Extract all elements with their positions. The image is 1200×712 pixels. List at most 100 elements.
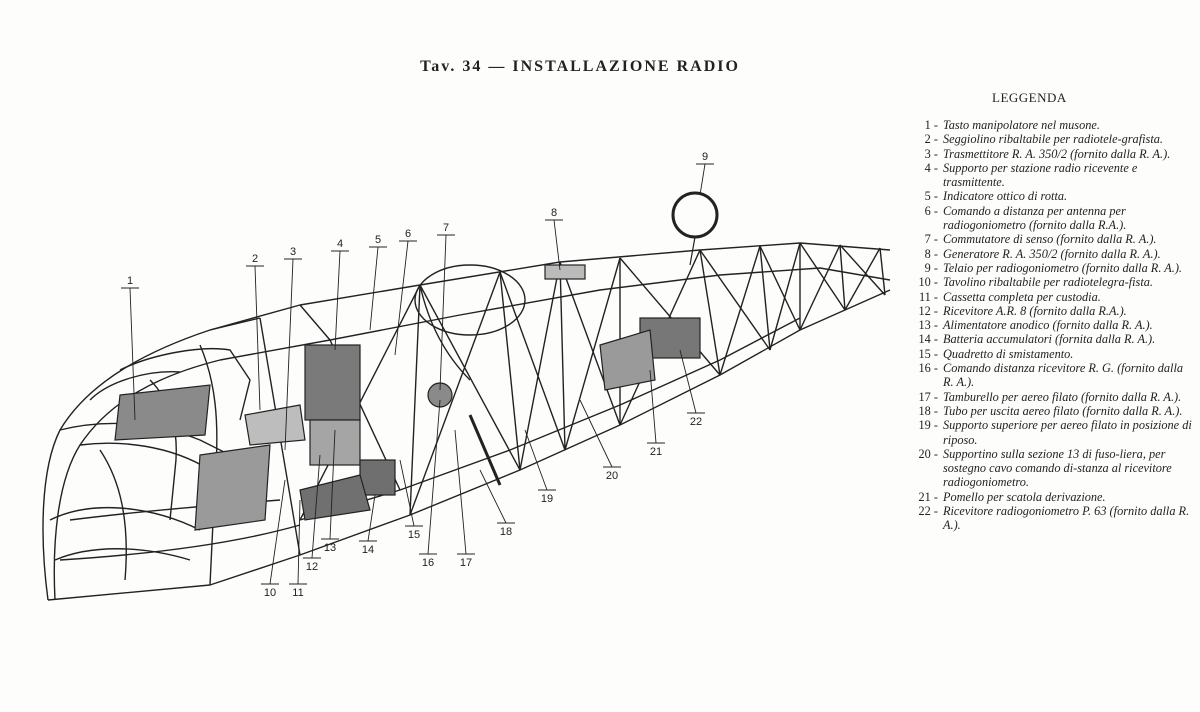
legend-item-text: Tubo per uscita aereo filato (fornito da… — [943, 403, 1183, 418]
legend-item: 15 - Quadretto di smistamento. — [912, 347, 1192, 361]
legend-item-text: Commutatore di senso (fornito dalla R. A… — [943, 232, 1157, 247]
legend-item: 6 - Comando a distanza per antenna per ra… — [912, 204, 1192, 233]
legend-item: 8 -Generatore R. A. 350/2 (fornito dalla… — [912, 247, 1192, 261]
callout-leader-line — [553, 219, 561, 271]
legend-item-text: Seggiolino ribaltabile per radiotele-gra… — [943, 132, 1163, 147]
callout-number: 22 — [690, 416, 702, 428]
legend-list: 1 -Tasto manipolatore nel musone.2 - Segg… — [912, 118, 1192, 533]
callout-number: 9 — [702, 151, 708, 163]
callout-leader-line — [254, 265, 261, 411]
generator-box — [544, 264, 586, 280]
callout-number: 5 — [375, 234, 381, 246]
folding-table — [244, 404, 306, 446]
legend-item-text: Ricevitore radiogoniometro P. 63 (fornit… — [943, 504, 1190, 533]
callout-leader-line — [524, 429, 548, 491]
callout-number: 18 — [500, 526, 512, 538]
legend-item: 20 - Supportino sulla sezione 13 di fuso-… — [912, 447, 1192, 490]
legend-item-number: 21 - — [918, 489, 938, 504]
callout-number: 21 — [650, 446, 662, 458]
legend-item-number: 15 - — [918, 346, 938, 361]
callout-leader-line — [334, 250, 341, 351]
callout-leader-line — [427, 399, 441, 555]
callout-number: 17 — [460, 557, 472, 569]
callout-number: 3 — [290, 246, 296, 258]
callout-number: 6 — [405, 228, 411, 240]
legend-item: 14 - Batteria accumulatori (fornita dalla… — [912, 332, 1192, 346]
legend-item: 11 -Cassetta completa per custodia. — [912, 290, 1192, 304]
callout-leader-line — [369, 246, 379, 331]
battery-box — [359, 459, 396, 496]
callout-number: 2 — [252, 253, 258, 265]
legend-item-number: 13 - — [918, 318, 938, 333]
antenna-tube — [468, 414, 502, 486]
legend-item: 3 - Trasmettitore R. A. 350/2 (fornito da… — [912, 147, 1192, 161]
legend-item-text: Supporto per stazione radio ricevente e … — [943, 160, 1138, 190]
legend-item-text: Quadretto di smistamento. — [943, 346, 1074, 361]
legend-item: 2 - Seggiolino ribaltabile per radiotele-… — [912, 132, 1192, 146]
callout-number: 11 — [292, 587, 303, 599]
legend-item-number: 18 - — [918, 403, 938, 418]
callout-number: 16 — [422, 557, 434, 569]
legend-item: 19 -Supporto superiore per aereo filato … — [912, 418, 1192, 447]
legend-item: 5 - Indicatore ottico di rotta. — [912, 189, 1192, 203]
callout-number: 19 — [541, 493, 553, 505]
legend-item-number: 14 - — [918, 332, 938, 347]
legend-item-number: 6 - — [924, 203, 938, 218]
legend-item-number: 16 - — [918, 361, 938, 376]
legend-item-text: Trasmettitore R. A. 350/2 (fornito dalla… — [943, 146, 1171, 161]
legend-item-number: 1 - — [924, 118, 938, 132]
callout-leader-line — [269, 479, 286, 585]
receiver-box — [309, 419, 361, 466]
loop-antenna — [671, 191, 719, 239]
legend-item-number: 10 - — [918, 275, 938, 290]
legend-item-number: 17 - — [918, 389, 938, 404]
callout-leader-line — [329, 429, 336, 540]
legend-item-text: Indicatore ottico di rotta. — [943, 189, 1068, 204]
callout-leader-line — [367, 494, 376, 542]
legend-item: 1 -Tasto manipolatore nel musone. — [912, 118, 1192, 132]
callout-number: 7 — [443, 222, 449, 234]
base-tray — [299, 474, 371, 521]
side-panel — [194, 444, 271, 531]
callout-number: 1 — [127, 275, 133, 287]
legend-item-number: 5 - — [924, 189, 938, 204]
legend-item-text: Tavolino ribaltabile per radiotelegra-fi… — [943, 275, 1153, 290]
callout-leader-line — [679, 349, 697, 414]
legend-item-text: Comando a distanza per antenna per radio… — [943, 203, 1127, 233]
legend-item: 13 -Alimentatore anodico (fornito dalla … — [912, 318, 1192, 332]
legend-item-text: Telaio per radiogoniometro (fornito dall… — [943, 260, 1182, 275]
callout-leader-line — [579, 399, 613, 468]
legend-item-number: 11 - — [918, 289, 938, 304]
callout-number: 10 — [264, 587, 276, 599]
callout-leaders — [121, 163, 714, 585]
legend-item-text: Comando distanza ricevitore R. G. (forni… — [943, 361, 1184, 390]
callout-leader-line — [297, 499, 301, 585]
legend-item-number: 22 - — [918, 504, 938, 519]
legend-item-text: Tamburello per aereo filato (fornito dal… — [943, 389, 1182, 404]
callout-leader-line — [399, 459, 415, 527]
callout-leader-line — [394, 240, 409, 356]
legend-item-number: 12 - — [918, 303, 938, 318]
legend-item: 16 - Comando distanza ricevitore R. G. (f… — [912, 361, 1192, 390]
legend-item-number: 9 - — [924, 260, 938, 275]
plate-title: Tav. 34 — INSTALLAZIONE RADIO — [420, 58, 740, 75]
callout-number: 20 — [606, 470, 618, 482]
callout-leader-line — [284, 258, 294, 451]
legend-item-text: Supportino sulla sezione 13 di fuso-lier… — [943, 446, 1172, 490]
legend-item-number: 3 - — [924, 146, 938, 161]
legend-item-number: 20 - — [918, 446, 938, 461]
legend-item-text: Batteria accumulatori (fornita dalla R. … — [943, 332, 1156, 347]
legend-item: 4 - Supporto per stazione radio ricevente… — [912, 161, 1192, 190]
callout-number: 12 — [306, 561, 318, 573]
legend-item: 7 -Commutatore di senso (fornito dalla R… — [912, 232, 1192, 246]
legend-heading: LEGGENDA — [992, 90, 1067, 105]
callout-number: 4 — [337, 238, 343, 250]
legend-item: 21 -Pomello per scatola derivazione. — [912, 490, 1192, 504]
callout-leader-line — [454, 429, 467, 555]
legend-item-text: Ricevitore A.R. 8 (fornito dalla R.A.). — [943, 303, 1127, 318]
legend-item-number: 4 - — [924, 160, 938, 175]
legend-item-number: 2 - — [924, 132, 938, 147]
floor-panel — [114, 384, 211, 441]
